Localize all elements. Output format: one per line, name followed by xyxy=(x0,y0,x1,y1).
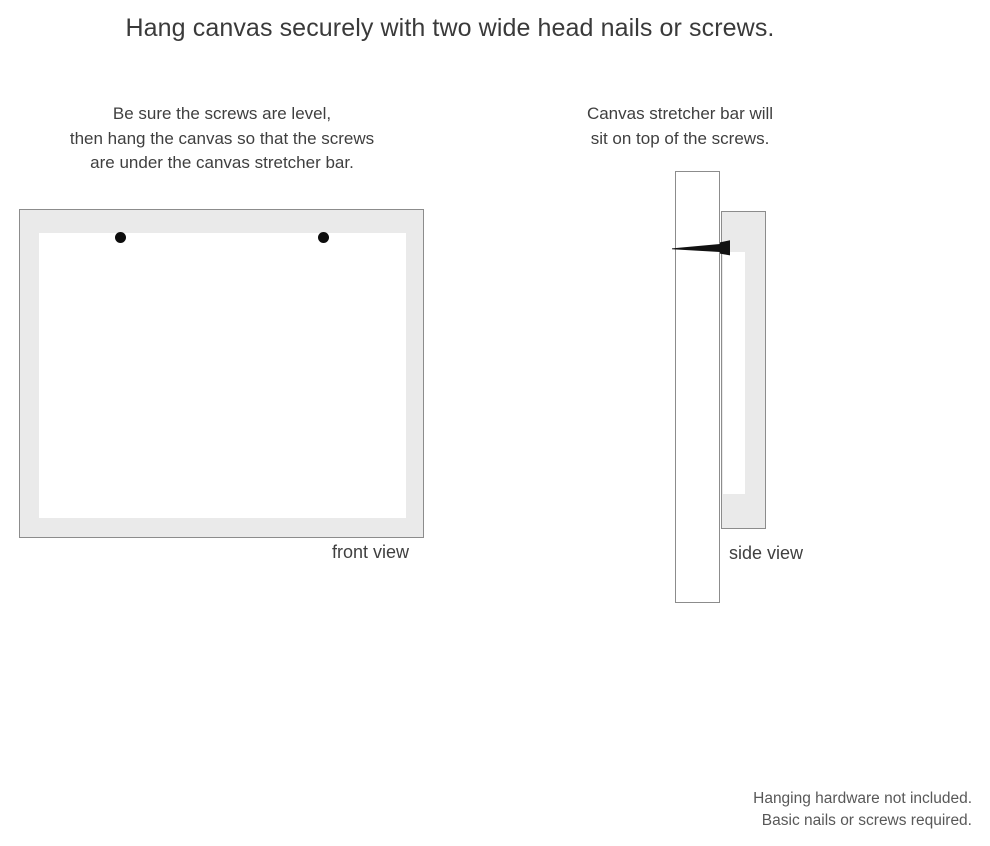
side-view-instructions: Canvas stretcher bar will sit on top of … xyxy=(548,102,812,151)
front-canvas-face xyxy=(39,233,406,518)
instruction-line: Canvas stretcher bar will xyxy=(586,104,774,123)
wall-board xyxy=(675,171,720,603)
front-view-diagram xyxy=(19,209,424,538)
stretcher-bar-inner-depth xyxy=(723,252,745,494)
instruction-line: are under the canvas stretcher bar. xyxy=(90,153,354,172)
front-view-label: front view xyxy=(332,542,410,562)
footer-line: Basic nails or screws required. xyxy=(761,812,972,829)
instruction-line: then hang the canvas so that the screws xyxy=(69,128,375,148)
nail-icon xyxy=(672,239,734,257)
side-view-label: side view xyxy=(729,543,804,563)
instruction-line: sit on top of the screws. xyxy=(590,128,770,148)
footer-line: Hanging hardware not included. xyxy=(753,790,972,807)
front-view-instructions: Be sure the screws are level, then hang … xyxy=(0,102,444,176)
footer-note: Hanging hardware not included. Basic nai… xyxy=(753,788,972,832)
instruction-line: Be sure the screws are level, xyxy=(112,104,332,123)
side-view-diagram xyxy=(670,165,850,610)
left-screw-dot xyxy=(115,232,126,243)
right-screw-dot xyxy=(318,232,329,243)
page-title: Hang canvas securely with two wide head … xyxy=(125,14,775,42)
